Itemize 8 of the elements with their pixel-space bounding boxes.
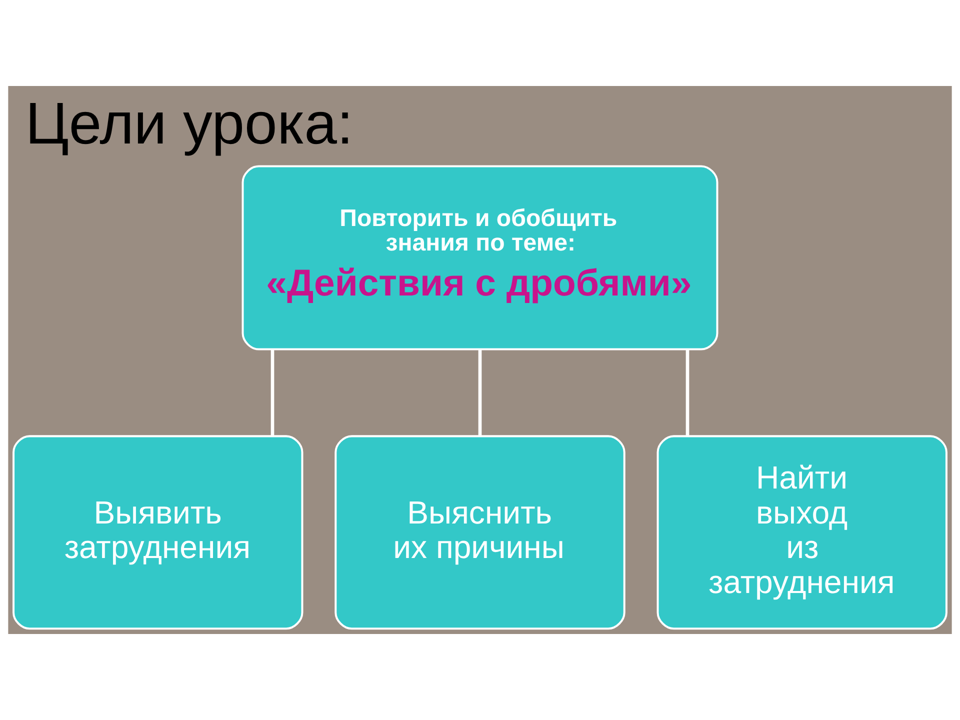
node-box: Найти выход из затруднения xyxy=(656,435,948,630)
node-box: Выяснить их причины xyxy=(334,435,626,630)
connector xyxy=(478,350,482,436)
connector xyxy=(270,350,274,436)
diagram-title: Цели урока: xyxy=(25,92,354,157)
node-box: Выявить затруднения xyxy=(12,435,304,630)
connector xyxy=(686,350,690,436)
node-box: Повторить и обобщить знания по теме: «Действия с дробями» xyxy=(242,165,718,350)
